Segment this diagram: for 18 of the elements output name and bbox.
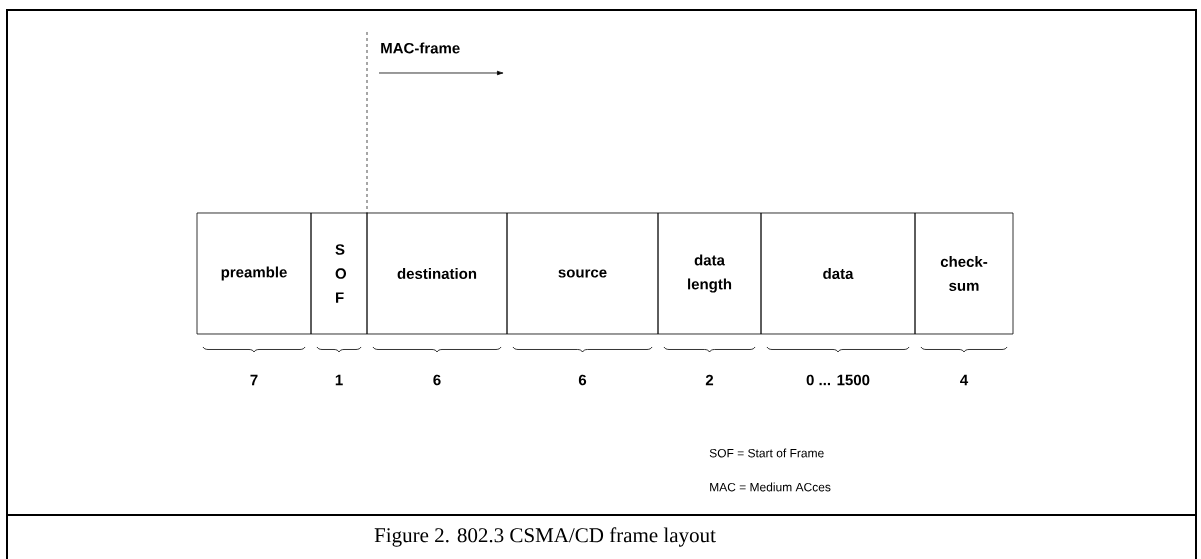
field-box: data (760, 212, 916, 335)
field-box: data length (657, 212, 762, 335)
byte-count: 2 (705, 374, 714, 386)
byte-count: 6 (578, 374, 587, 386)
label-text: MAC-frame (381, 42, 460, 54)
field-box: S O F (310, 212, 368, 335)
byte-count: 0 ... 1500 (806, 374, 870, 386)
byte-count: 6 (433, 374, 441, 386)
field-box: source (506, 212, 659, 335)
label-text: SOF = Start of Frame (709, 448, 824, 458)
field-box: destination (366, 212, 508, 335)
field-box: check-sum (914, 212, 1014, 335)
byte-count: 4 (960, 374, 969, 386)
byte-count: 1 (335, 374, 343, 386)
byte-count: 7 (250, 374, 258, 386)
figure-caption: Figure 2. 802.3 CSMA/CD frame layout (374, 527, 716, 547)
field-box: preamble (196, 212, 312, 335)
label-text: MAC = Medium ACces (710, 482, 831, 492)
